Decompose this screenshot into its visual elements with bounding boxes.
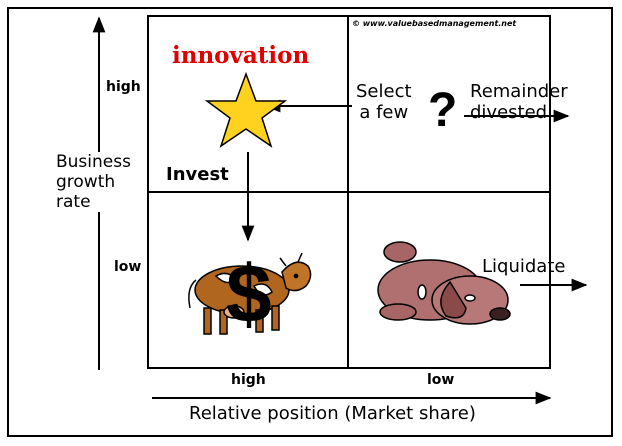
liquidate-label: Liquidate [482,256,566,277]
invest-label: Invest [166,164,229,185]
remainder-label: Remainder divested [470,81,568,123]
y-axis-title: Business growth rate [56,152,133,213]
diagram-frame [7,7,613,437]
x-axis-low-label: low [427,372,455,388]
question-mark-icon: ? [428,84,457,137]
dog-icon [377,241,511,325]
x-axis-title: Relative position (Market share) [189,403,476,424]
matrix-grid [147,15,551,369]
y-axis-low-label: low [114,259,142,275]
star-icon [204,71,288,148]
watermark: © www.valuebasedmanagement.net [352,19,517,28]
select-label: Select a few [356,81,412,123]
dollar-sign: $ [226,249,272,340]
x-axis-high-label: high [231,372,266,388]
y-axis-high-label: high [106,79,141,95]
quadrant-title-innovation: innovation [172,42,310,69]
cow-icon [188,252,312,335]
